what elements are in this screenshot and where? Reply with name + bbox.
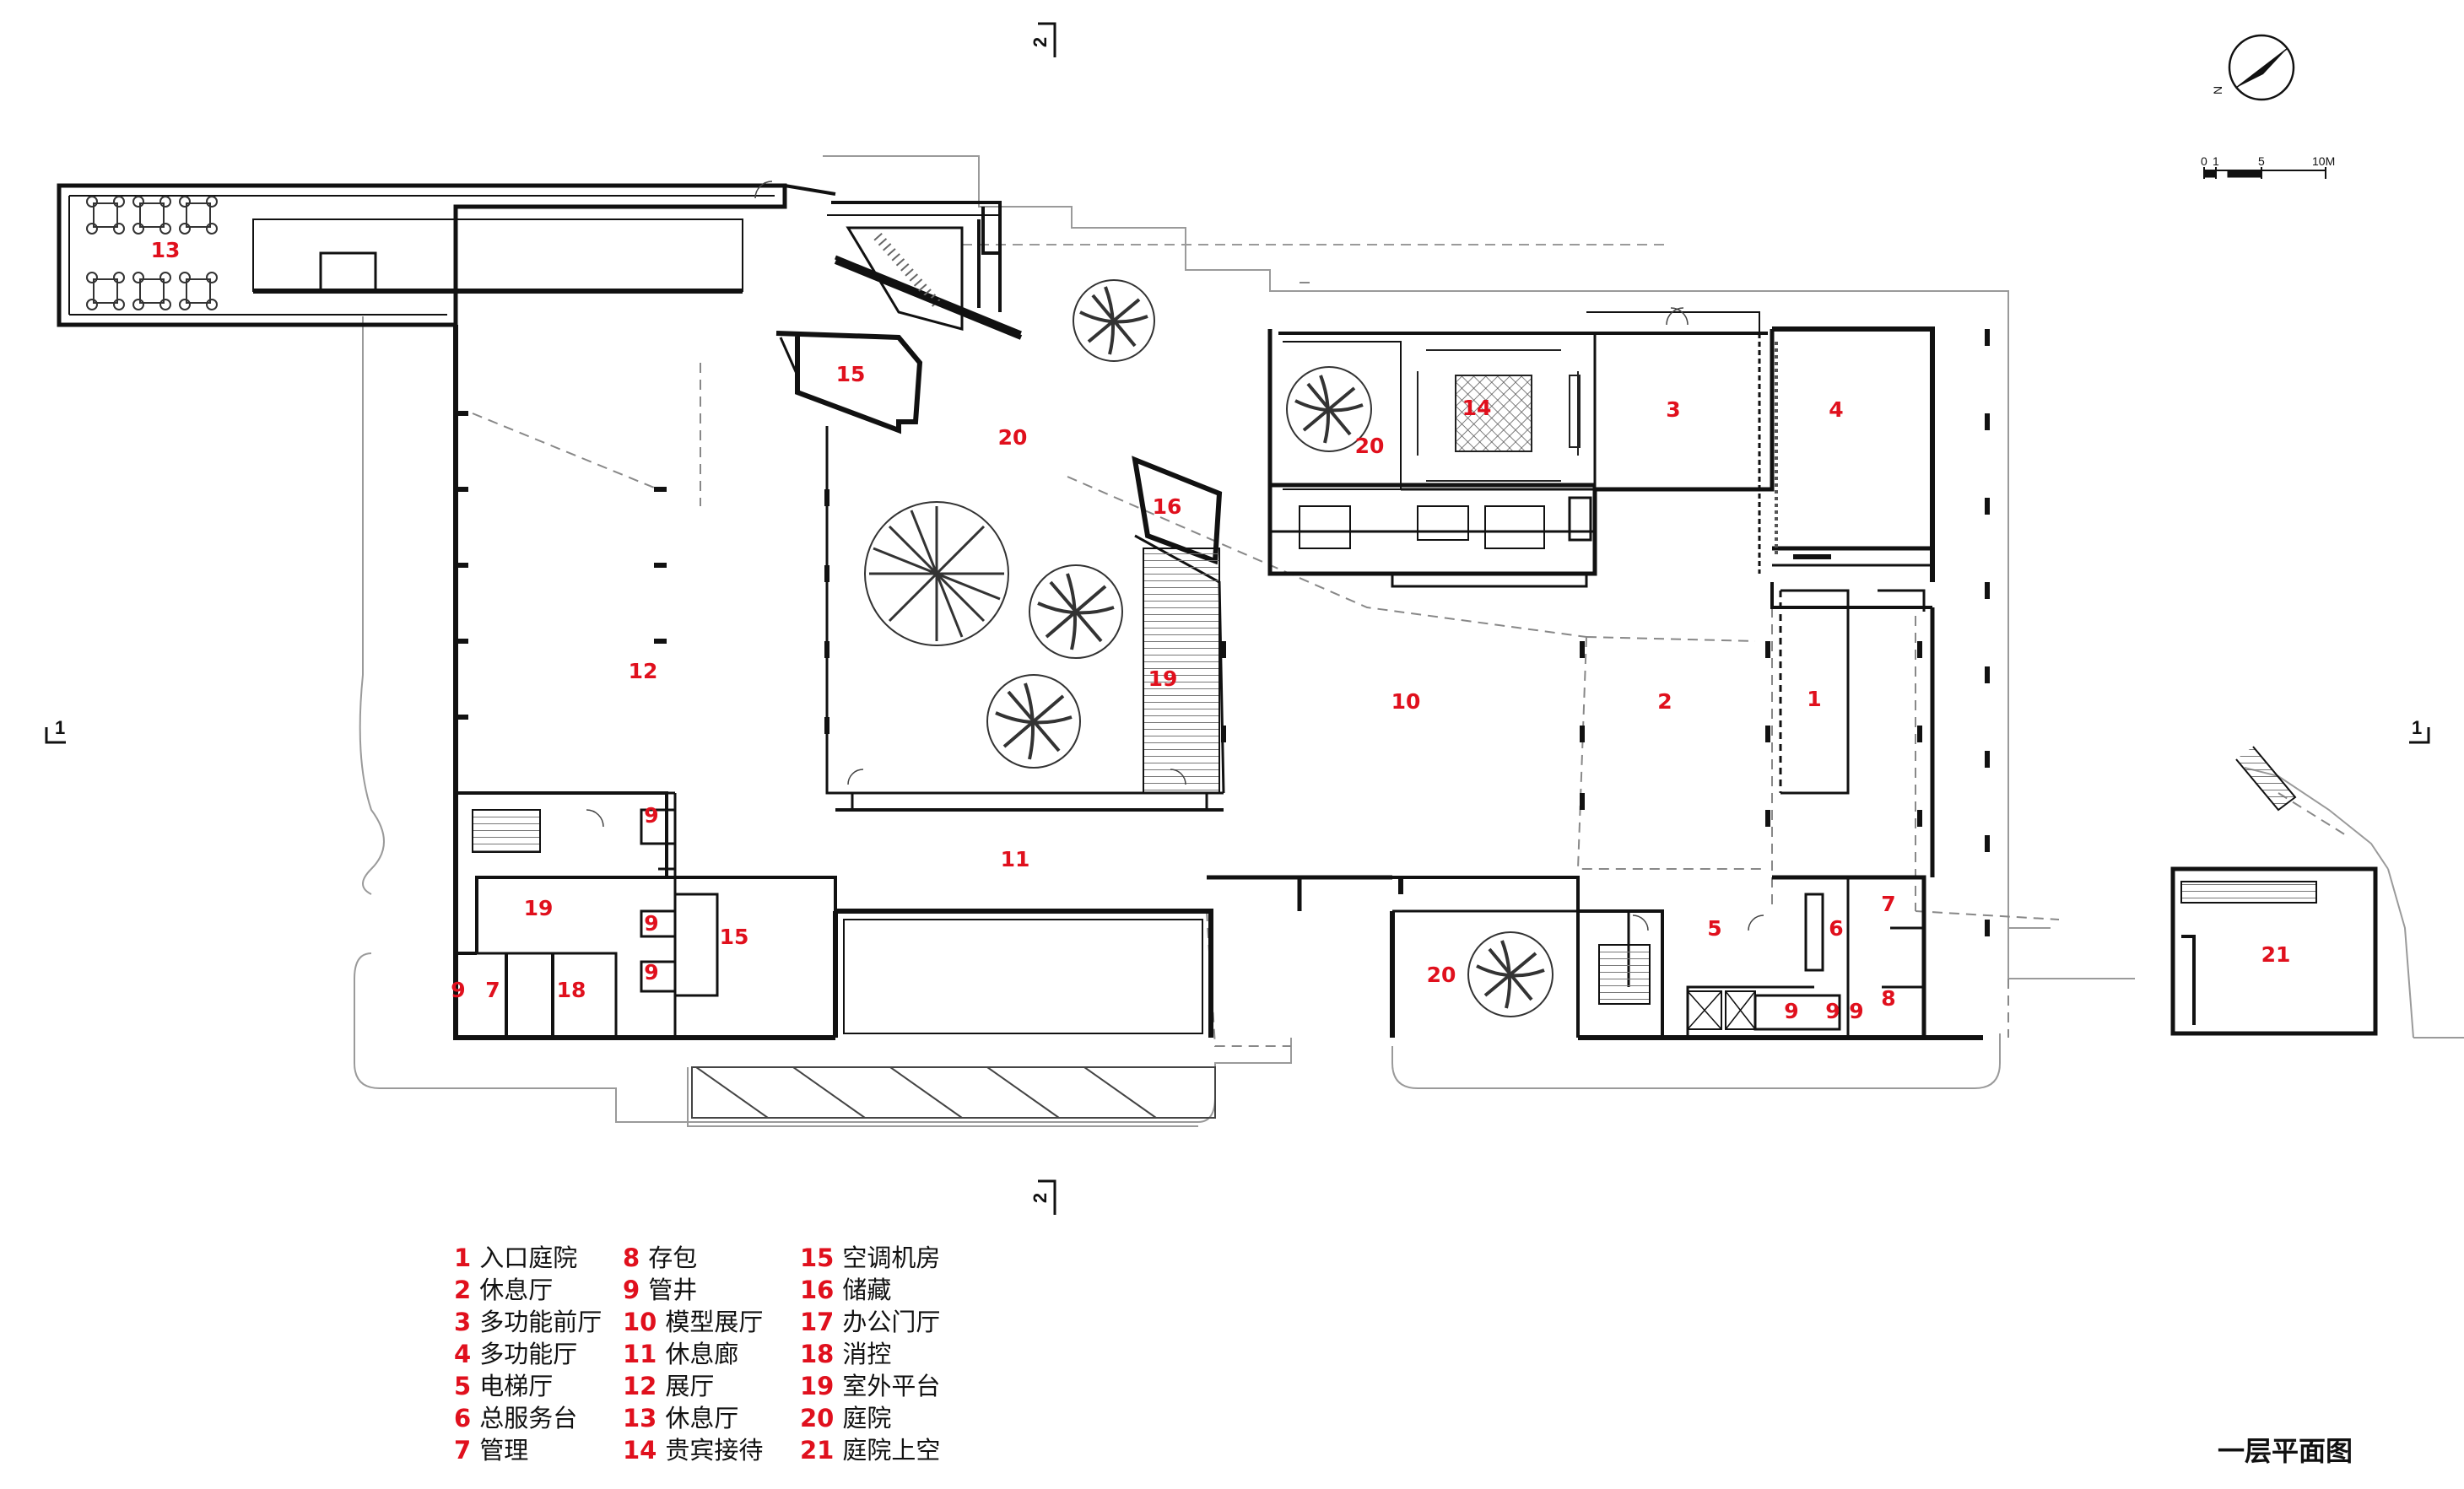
room-15-upper-walls: [775, 331, 923, 434]
room-21: [2170, 746, 2378, 1036]
room-label: 15: [836, 362, 866, 386]
room-label: 14: [1462, 396, 1492, 420]
section-1-left: 1: [55, 717, 65, 738]
scale-label-10m: 10M: [2312, 154, 2335, 168]
room-labels: 13 15 20 16 14 20 3 4 12 19 10 2 1 9 11 …: [151, 238, 2291, 1023]
room-label: 9: [451, 978, 465, 1002]
room-label: 19: [524, 896, 554, 920]
room-label: 20: [998, 425, 1028, 450]
lower-left-block: [456, 808, 719, 1038]
section-markers: [45, 22, 2430, 1215]
scale-label-1: 1: [2213, 154, 2219, 168]
courtyard-edges: [825, 426, 1225, 812]
door-swings: [586, 181, 1764, 931]
section-1-right: 1: [2412, 717, 2422, 738]
scale-bar: [2203, 167, 2326, 179]
room-label: 10: [1391, 689, 1421, 714]
north-label: N: [2211, 86, 2224, 94]
north-arrow-icon: [2228, 34, 2295, 101]
room-label: 19: [1148, 666, 1178, 691]
room-label: 9: [1784, 999, 1798, 1023]
room-label: 13: [151, 238, 181, 262]
plan-title: 一层平面图: [2218, 1435, 2353, 1467]
room-label: 6: [1829, 916, 1843, 941]
room-label: 12: [629, 659, 658, 683]
upper-right-block: [1267, 311, 1935, 588]
room-label: 20: [1427, 963, 1456, 987]
room-label: 18: [557, 978, 586, 1002]
room-label: 9: [1825, 999, 1840, 1023]
room-label: 8: [1881, 986, 1895, 1011]
section-2-top: 2: [1029, 37, 1051, 47]
lower-service-block: [1578, 909, 1756, 1038]
room-label: 9: [1849, 999, 1863, 1023]
room-label: 11: [1001, 847, 1030, 871]
room-1-court: [1779, 589, 1850, 795]
room-label: 1: [1807, 687, 1821, 711]
top-service-block: [784, 184, 1022, 336]
room-label: 4: [1829, 397, 1843, 422]
room-label: 15: [720, 925, 749, 949]
room-label: 3: [1666, 397, 1680, 422]
vip-reception: [1417, 349, 1581, 482]
section-2-bottom: 2: [1029, 1193, 1051, 1203]
room-label: 21: [2261, 942, 2291, 967]
scale-label-0: 0: [2201, 154, 2207, 168]
dashed-guides: [472, 282, 2347, 1047]
room-label: 16: [1153, 494, 1182, 519]
room-label: 2: [1657, 689, 1672, 714]
room-label: 7: [1881, 892, 1895, 916]
diagonal-edge: [834, 259, 1023, 340]
room-label: 20: [1355, 434, 1385, 458]
site-outline: [354, 155, 2464, 1127]
lounge-furniture: [86, 196, 218, 310]
ramp: [691, 1066, 1216, 1119]
room-label: 9: [644, 911, 658, 936]
scale-label-5: 5: [2258, 154, 2265, 168]
room-label: 5: [1707, 916, 1721, 941]
room-label: 7: [485, 978, 500, 1002]
room-label: 9: [644, 960, 658, 985]
columns: [456, 329, 1990, 936]
room-label: 9: [644, 803, 658, 828]
trees: [864, 279, 1554, 1017]
